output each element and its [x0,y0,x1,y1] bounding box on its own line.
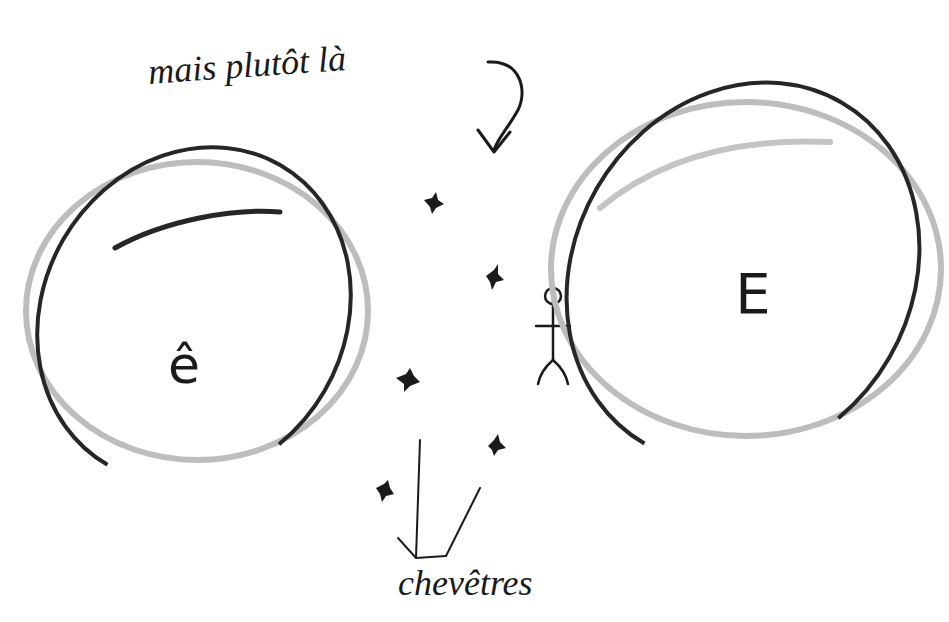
leader-line [398,538,446,558]
handwritten-note: chevêtres [398,562,533,604]
region-letter: E [735,261,770,326]
oval-region: ê [15,158,373,472]
handwritten-note: mais plutôt là [147,37,347,93]
leader-line [416,440,420,558]
leader-line [446,488,480,556]
arrow-head [478,130,510,152]
oval-outline [15,158,373,472]
oval-region: E [540,98,946,448]
star-marks [376,192,506,502]
region-letter: ê [168,335,200,395]
